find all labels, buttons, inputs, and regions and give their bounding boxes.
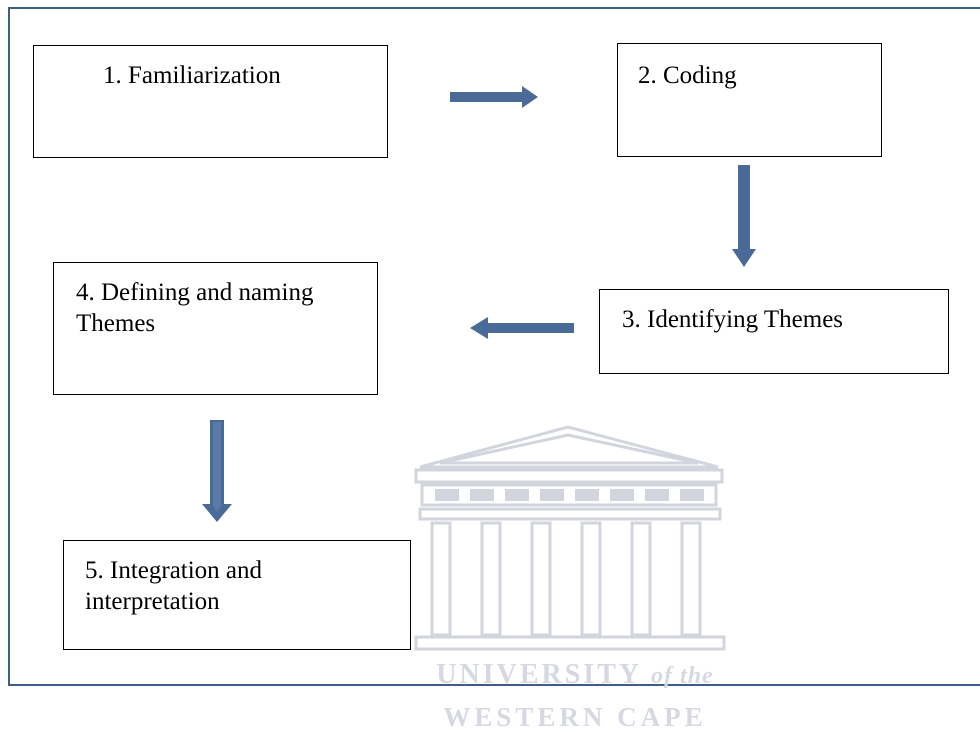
university-watermark: UNIVERSITY of the WESTERN CAPE	[410, 425, 740, 732]
step-box-identifying-themes: 3. Identifying Themes	[599, 289, 949, 374]
watermark-of-the: of the	[651, 663, 714, 689]
step-label: 4. Defining and naming Themes	[76, 279, 314, 337]
step-label: 1. Familiarization	[103, 62, 281, 89]
watermark-university: UNIVERSITY	[436, 659, 642, 690]
arrow-down-icon	[202, 420, 232, 522]
watermark-line-2: WESTERN CAPE	[443, 702, 707, 732]
step-box-integration-interpretation: 5. Integration and interpretation	[63, 540, 411, 650]
step-box-defining-naming-themes: 4. Defining and naming Themes	[53, 262, 378, 395]
arrow-down-icon	[732, 165, 756, 267]
step-label: 3. Identifying Themes	[622, 306, 844, 333]
step-label: 2. Coding	[638, 62, 737, 89]
building-columns-icon	[414, 425, 726, 651]
step-box-familiarization: 1. Familiarization	[33, 45, 388, 158]
outer-frame	[8, 7, 980, 686]
step-box-coding: 2. Coding	[617, 43, 882, 157]
step-label: 5. Integration and interpretation	[85, 557, 263, 615]
arrow-right-icon	[450, 86, 538, 108]
arrow-left-icon	[470, 317, 574, 339]
watermark-line-1: UNIVERSITY of the	[410, 659, 740, 691]
